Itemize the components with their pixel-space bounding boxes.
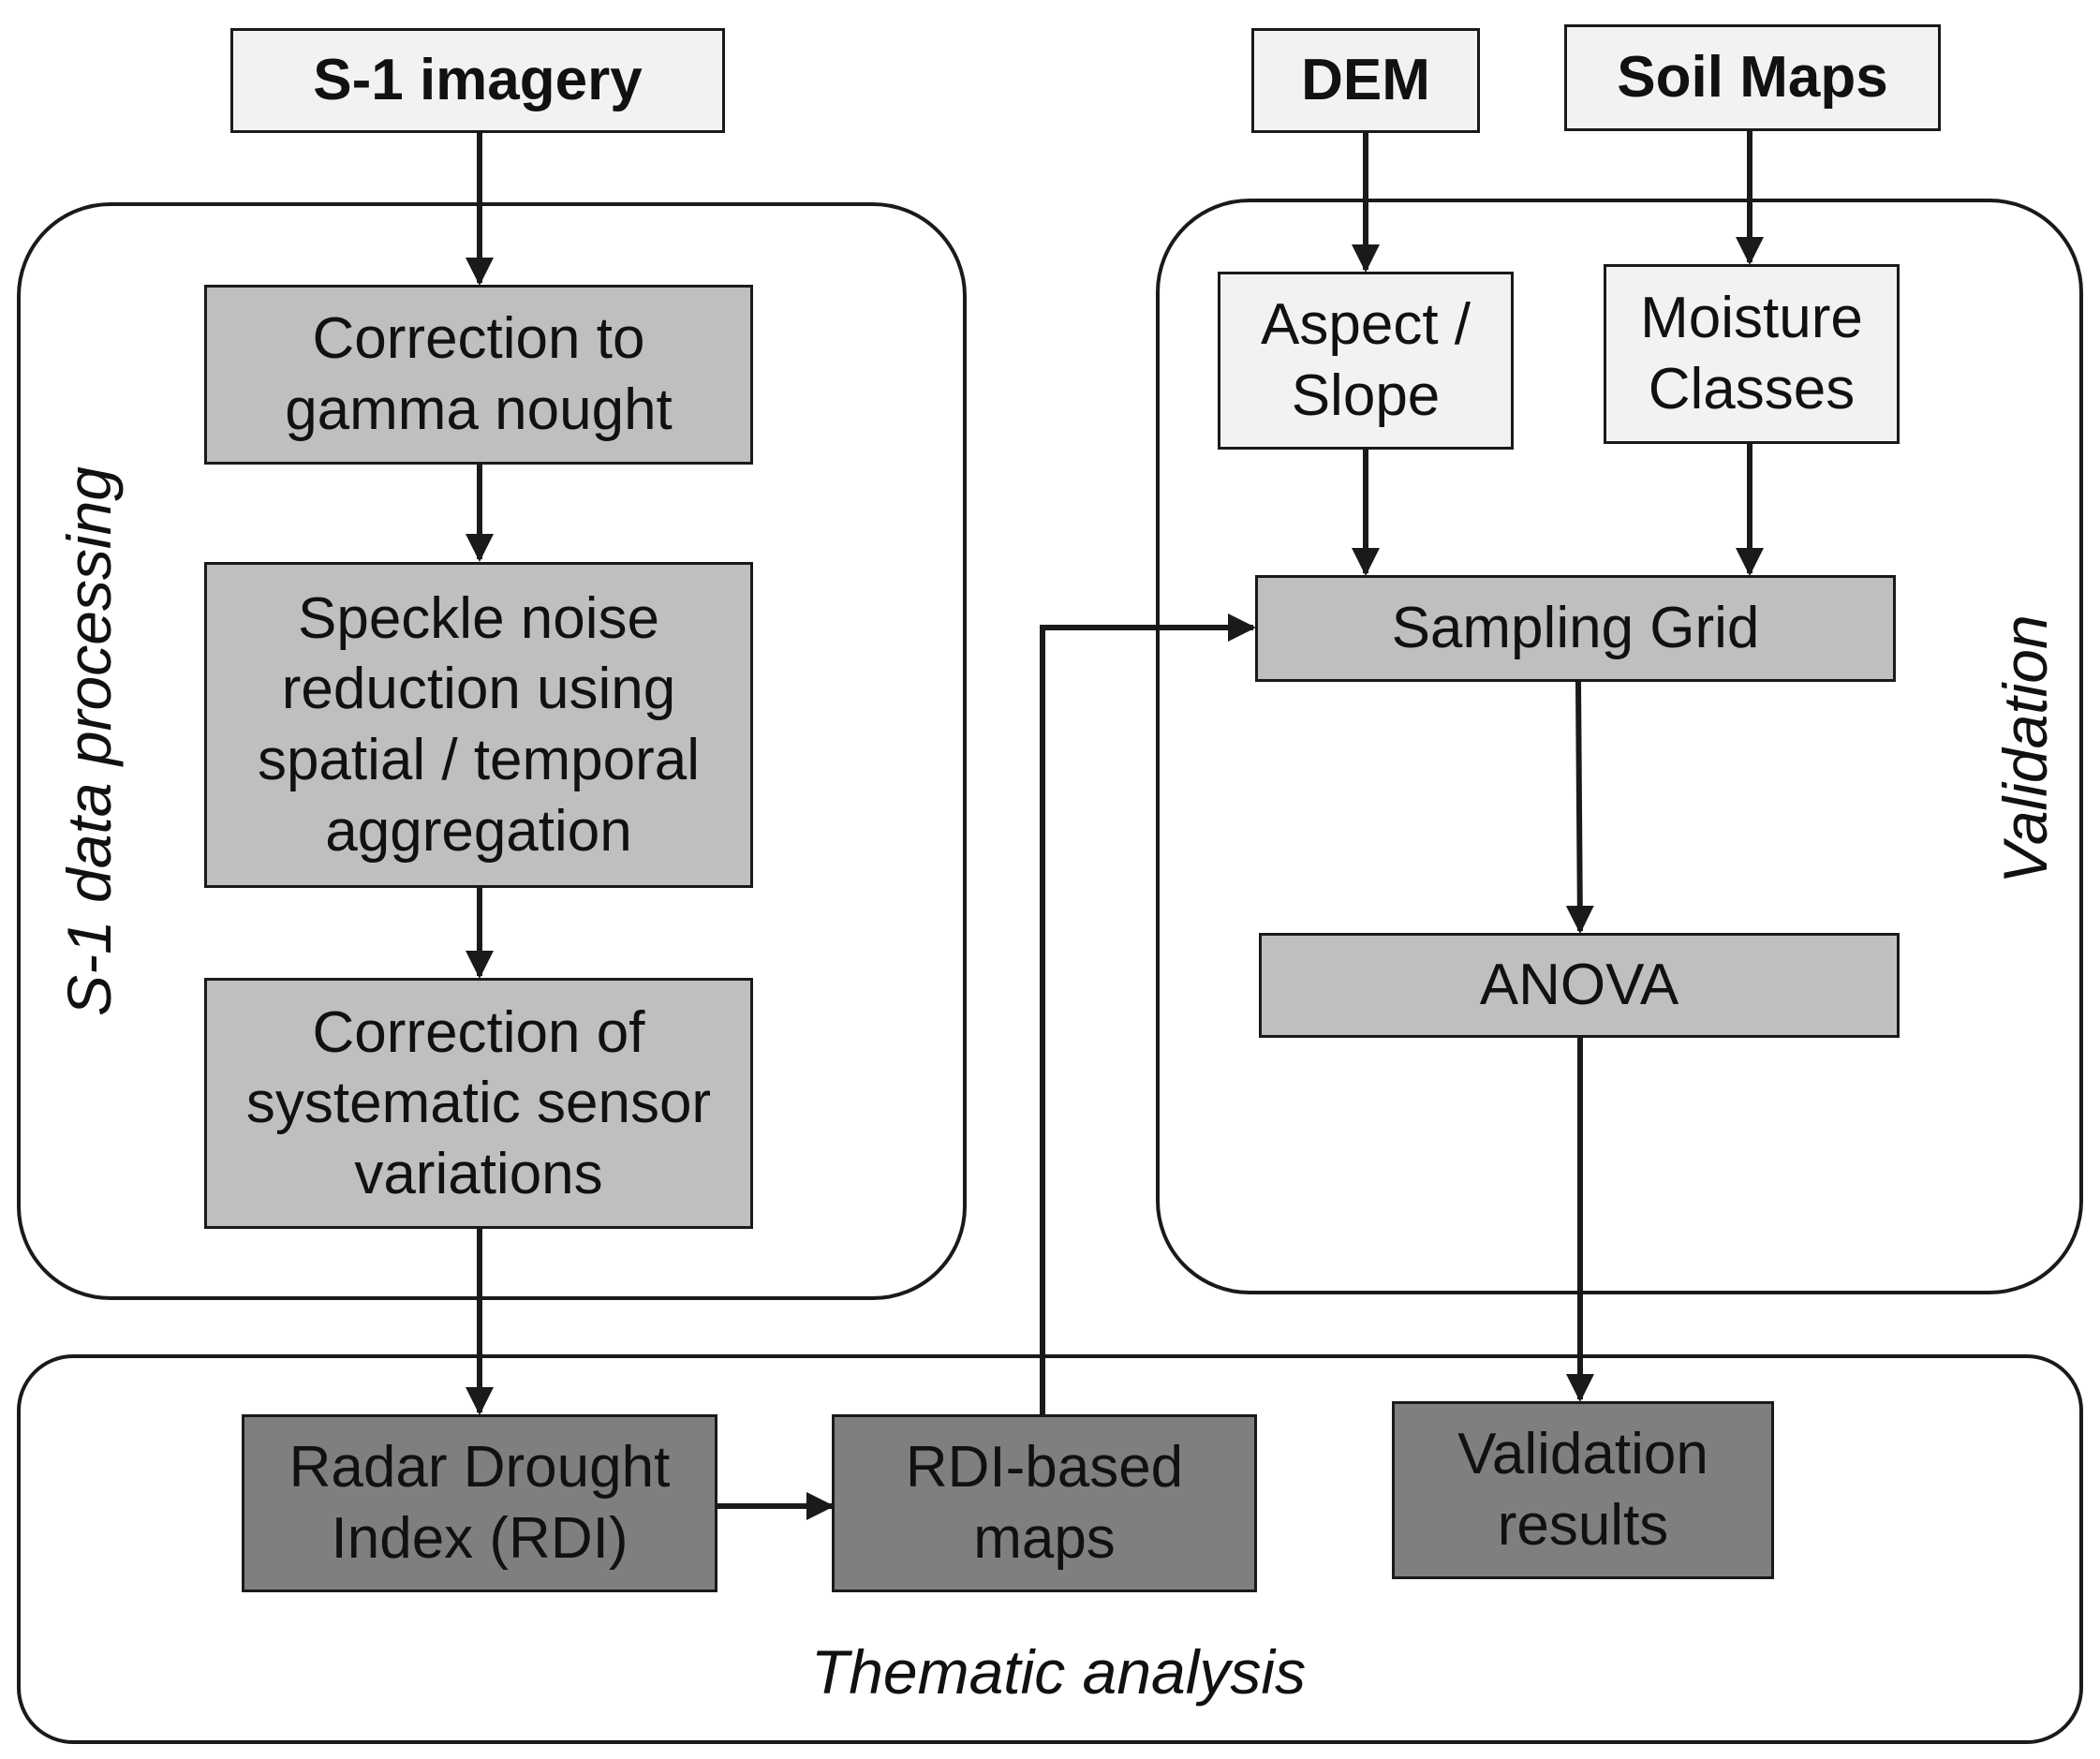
radar-drought-index-box: Radar Drought Index (RDI) (242, 1414, 717, 1592)
sampling-grid-box: Sampling Grid (1255, 575, 1896, 682)
dem-box: DEM (1251, 28, 1480, 133)
validation-results-label: Validation results (1457, 1422, 1708, 1558)
thematic-analysis-label: Thematic analysis (810, 1637, 1307, 1707)
sensor-variation-correction-label: Correction of systematic sensor variatio… (245, 999, 712, 1206)
s1-imagery-box: S-1 imagery (230, 28, 725, 133)
gamma-nought-correction-box: Correction to gamma nought (204, 285, 753, 465)
dem-label: DEM (1301, 48, 1430, 113)
validation-results-box: Validation results (1392, 1401, 1774, 1579)
arrow-maps-to-sampling-grid (1040, 613, 1256, 1416)
speckle-noise-reduction-box: Speckle noise reduction using spatial / … (204, 562, 753, 888)
anova-label: ANOVA (1479, 953, 1679, 1018)
gamma-nought-correction-label: Correction to gamma nought (285, 306, 673, 442)
anova-box: ANOVA (1259, 933, 1900, 1038)
validation-group (1156, 199, 2083, 1294)
radar-drought-index-label: Radar Drought Index (RDI) (288, 1435, 671, 1571)
soil-maps-box: Soil Maps (1564, 24, 1941, 131)
aspect-slope-label: Aspect / Slope (1261, 292, 1471, 428)
s1-processing-group (17, 202, 967, 1300)
moisture-classes-label: Moisture Classes (1640, 286, 1863, 421)
rdi-based-maps-box: RDI-based maps (832, 1414, 1257, 1592)
sensor-variation-correction-box: Correction of systematic sensor variatio… (204, 978, 753, 1229)
rdi-based-maps-label: RDI-based maps (905, 1435, 1184, 1571)
moisture-classes-box: Moisture Classes (1604, 264, 1900, 444)
s1-imagery-label: S-1 imagery (313, 48, 643, 113)
soil-maps-label: Soil Maps (1617, 45, 1888, 111)
s1-data-processing-label: S-1 data processing (54, 466, 124, 1016)
aspect-slope-box: Aspect / Slope (1218, 272, 1514, 450)
sampling-grid-label: Sampling Grid (1391, 596, 1760, 661)
thematic-analysis-group (17, 1354, 2083, 1744)
validation-label: Validation (1990, 614, 2060, 884)
speckle-noise-reduction-label: Speckle noise reduction using spatial / … (257, 585, 701, 864)
arrow-grid-to-anova (1565, 681, 1594, 934)
